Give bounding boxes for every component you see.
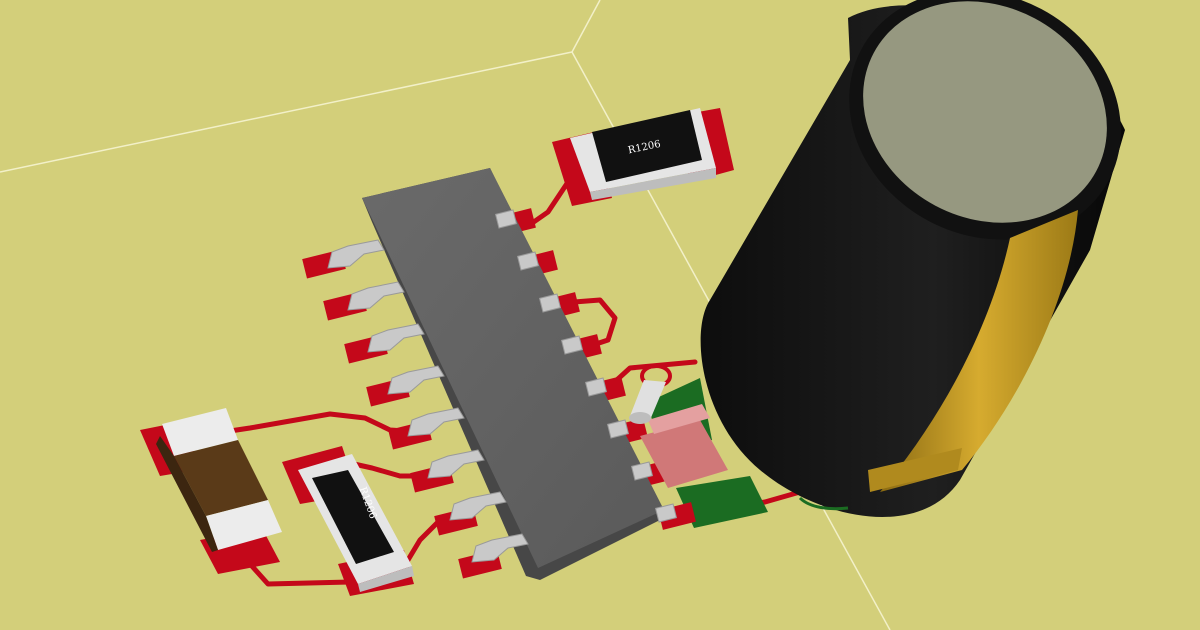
- resistor-bottom: R1206: [282, 446, 414, 596]
- ic-right-leads: [494, 209, 678, 523]
- ic-left-leads: [327, 239, 529, 563]
- ic-chip: [327, 168, 678, 580]
- resistor-top: R1206: [552, 108, 734, 206]
- small-cylinder-part: [629, 364, 672, 424]
- ceramic-capacitor: [140, 408, 282, 574]
- electrolytic-capacitor: [700, 0, 1125, 518]
- small-smd-part: [640, 404, 728, 488]
